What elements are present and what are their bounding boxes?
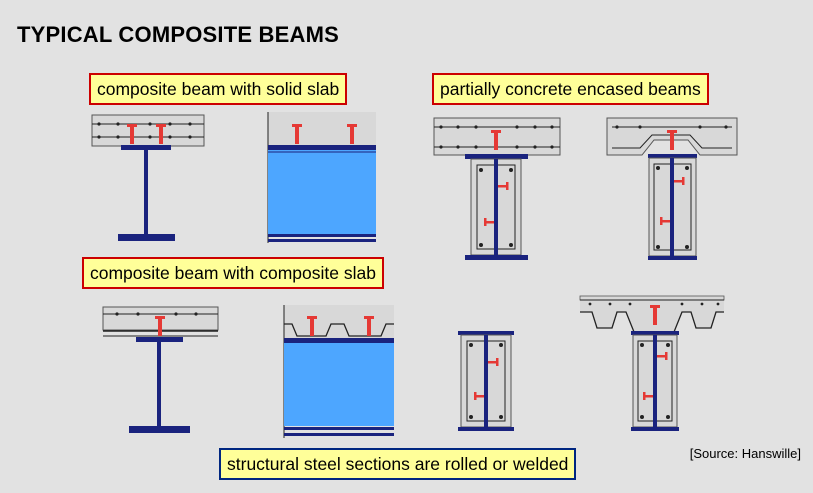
label-composite-slab: composite beam with composite slab [82,257,384,289]
encased-beam-haunched-slab [606,117,738,260]
composite-slab-ibeam-section [102,306,219,433]
page-title: TYPICAL COMPOSITE BEAMS [17,22,339,47]
source-note: [Source: Hanswille] [689,446,801,461]
solid-slab-ibeam-section [91,114,205,241]
label-solid-slab: composite beam with solid slab [89,73,348,105]
label-encased-beams: partially concrete encased beams [432,73,709,105]
encased-beam-solid-slab [433,117,561,260]
composite-slab-side-view [283,305,394,438]
solid-slab-side-view [267,112,376,243]
label-rolled-welded: structural steel sections are rolled or … [219,448,577,480]
encased-beam-composite-deck [579,295,725,431]
encased-steel-section [458,331,514,431]
